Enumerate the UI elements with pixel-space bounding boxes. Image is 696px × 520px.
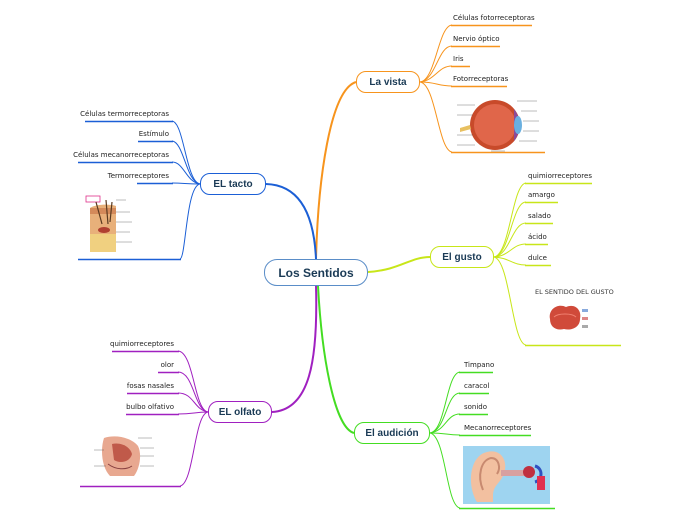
connector-vista [315, 81, 357, 260]
tacto-leaf[interactable]: Células termorreceptoras [80, 110, 169, 118]
gusto-leaf[interactable]: ácido [528, 233, 547, 241]
olfato-leaf-underlines [80, 350, 181, 488]
olfato-leaf[interactable]: quimiorreceptores [110, 340, 174, 348]
topic-gusto[interactable]: El gusto [430, 246, 494, 268]
tacto-leaf[interactable]: Células mecanorreceptoras [73, 151, 169, 159]
vista-leaf[interactable]: Células fotorreceptoras [453, 14, 535, 22]
gusto-leaf[interactable]: salado [528, 212, 551, 220]
audicion-leaf[interactable]: sonido [464, 403, 488, 411]
vista-leaf[interactable]: Iris [453, 55, 464, 63]
audicion-leaf[interactable]: Timpano [464, 361, 495, 369]
tacto-leaf-lines [171, 120, 201, 260]
connector-olfato [271, 285, 318, 413]
gusto-leaf-underlines [525, 182, 621, 347]
vista-leaf[interactable]: Fotorreceptoras [453, 75, 509, 83]
eye-diagram-image [457, 100, 539, 152]
olfato-leaf-lines [177, 350, 209, 487]
ear-diagram-image [463, 446, 550, 504]
connector-audicion [317, 285, 355, 434]
olfato-leaf[interactable]: bulbo olfativo [126, 403, 174, 411]
vista-leaf[interactable]: Nervio óptico [453, 35, 500, 43]
olfato-leaf[interactable]: olor [160, 361, 174, 369]
tacto-leaf-underlines [78, 120, 181, 261]
audicion-leaf-lines [429, 371, 461, 509]
central-topic[interactable]: Los Sentidos [264, 259, 368, 286]
gusto-leaf[interactable]: dulce [528, 254, 547, 262]
gusto-image-title: EL SENTIDO DEL GUSTO [535, 288, 614, 296]
topic-tacto[interactable]: EL tacto [200, 173, 266, 195]
gusto-leaf[interactable]: amargo [528, 191, 555, 199]
vista-leaf-lines [419, 24, 453, 153]
topic-olfato[interactable]: EL olfato [208, 401, 272, 423]
gusto-leaf[interactable]: quimiorreceptores [528, 172, 592, 180]
vista-leaf-underlines [451, 24, 545, 154]
topic-vista[interactable]: La vista [356, 71, 420, 93]
nose-diagram-image [90, 424, 154, 476]
audicion-leaf-underlines [459, 371, 555, 510]
gusto-leaf-lines [493, 182, 527, 346]
topic-audicion[interactable]: El audición [354, 422, 430, 444]
connector-tacto [265, 183, 317, 260]
tongue-diagram-image [549, 305, 588, 330]
audicion-leaf[interactable]: caracol [464, 382, 490, 390]
tacto-leaf[interactable]: Termorreceptores [107, 172, 169, 180]
skin-diagram-image [85, 195, 132, 252]
connector-gusto [367, 256, 431, 273]
audicion-leaf[interactable]: Mecanorreceptores [464, 424, 532, 432]
tacto-leaf[interactable]: Estímulo [138, 130, 169, 138]
olfato-leaf[interactable]: fosas nasales [126, 382, 174, 390]
